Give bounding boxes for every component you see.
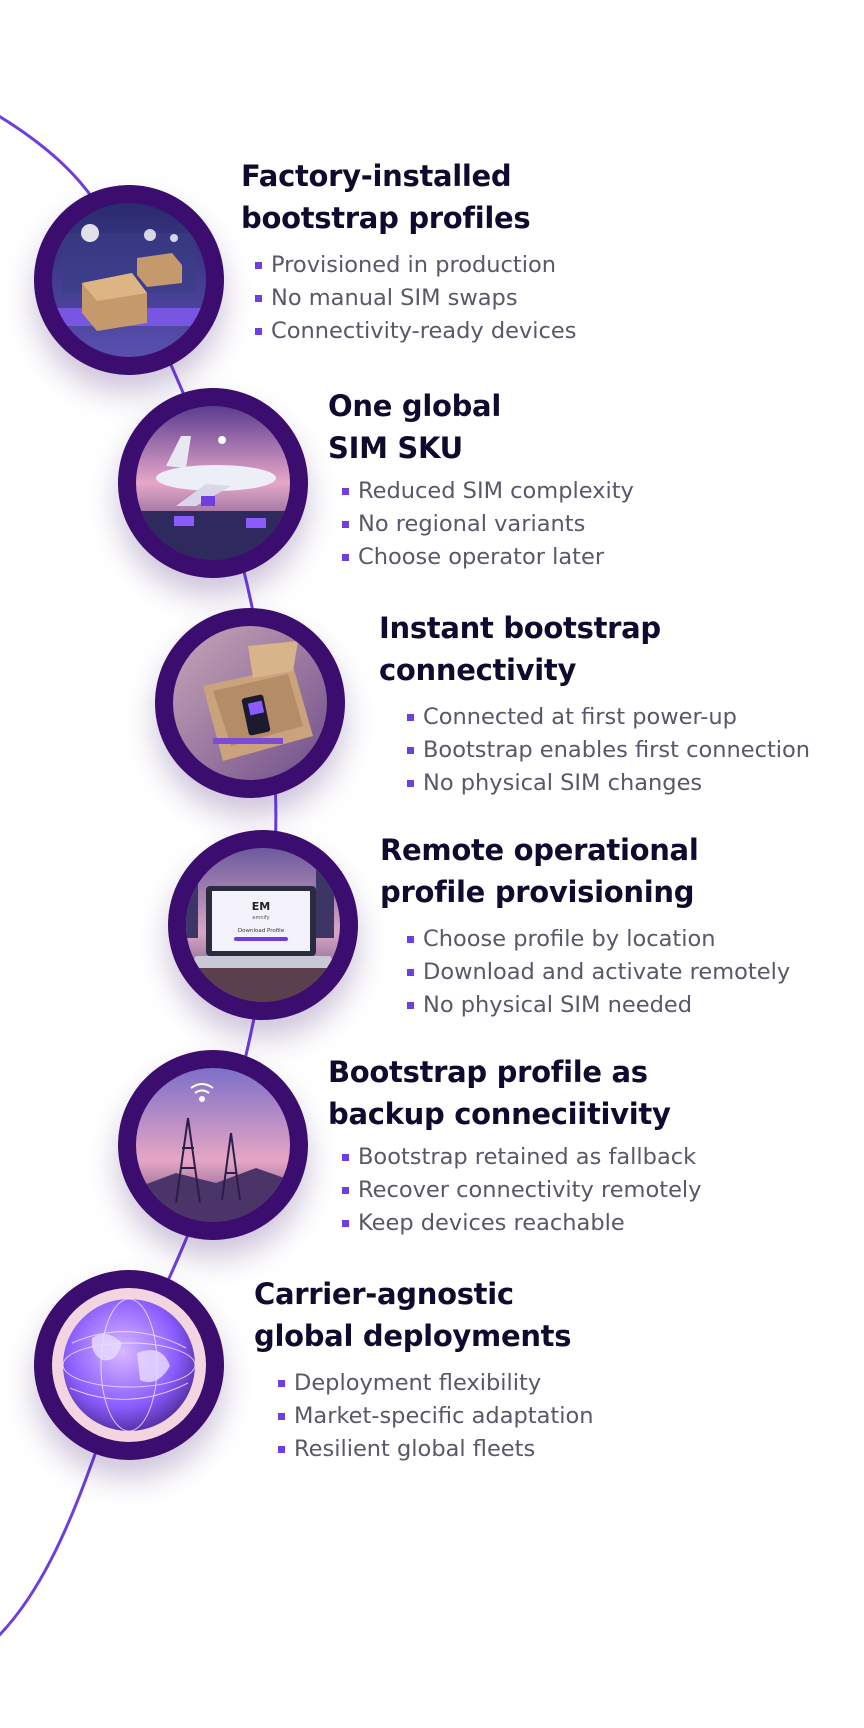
list-item: No manual SIM swaps: [254, 282, 576, 315]
step-2-image-ring: [118, 388, 308, 578]
airplane-icon: [136, 406, 290, 560]
list-item: Deployment flexibility: [277, 1367, 593, 1400]
step-2-bullets: Reduced SIM complexity No regional varia…: [328, 475, 634, 574]
list-item: Download and activate remotely: [406, 956, 790, 989]
step-1-bullets: Provisioned in production No manual SIM …: [241, 249, 576, 348]
factory-conveyor-icon: [52, 203, 206, 357]
list-item: No physical SIM needed: [406, 989, 790, 1022]
list-item: Choose profile by location: [406, 923, 790, 956]
step-1-image-ring: [34, 185, 224, 375]
step-6-bullets: Deployment flexibility Market-specific a…: [254, 1367, 593, 1466]
step-5-image-ring: [118, 1050, 308, 1240]
step-3-image-ring: [155, 608, 345, 798]
list-item: Reduced SIM complexity: [342, 475, 634, 508]
list-item: No regional variants: [342, 508, 634, 541]
list-item: Recover connectivity remotely: [341, 1174, 701, 1207]
step-5-bullets: Bootstrap retained as fallback Recover c…: [328, 1141, 701, 1240]
svg-text:emnify: emnify: [252, 915, 269, 921]
list-item: Bootstrap enables first connection: [406, 734, 810, 767]
list-item: Resilient global fleets: [277, 1433, 593, 1466]
svg-text:EM: EM: [252, 900, 270, 913]
step-3-bullets: Connected at first power-up Bootstrap en…: [379, 701, 810, 800]
list-item: Choose operator later: [342, 541, 634, 574]
list-item: Connected at first power-up: [406, 701, 810, 734]
svg-text:Download Profile: Download Profile: [238, 928, 285, 934]
unboxing-device-icon: [173, 626, 327, 780]
globe-icon: [52, 1288, 206, 1442]
laptop-icon: EM emnify Download Profile: [186, 848, 340, 1002]
list-item: No physical SIM changes: [406, 767, 810, 800]
step-4-bullets: Choose profile by location Download and …: [380, 923, 790, 1022]
step-4-image-ring: EM emnify Download Profile: [168, 830, 358, 1020]
list-item: Market-specific adaptation: [277, 1400, 593, 1433]
list-item: Provisioned in production: [254, 249, 576, 282]
list-item: Bootstrap retained as fallback: [341, 1141, 701, 1174]
list-item: Keep devices reachable: [341, 1207, 701, 1240]
step-6-image-ring: [34, 1270, 224, 1460]
list-item: Connectivity-ready devices: [254, 315, 576, 348]
cell-tower-icon: [136, 1068, 290, 1222]
